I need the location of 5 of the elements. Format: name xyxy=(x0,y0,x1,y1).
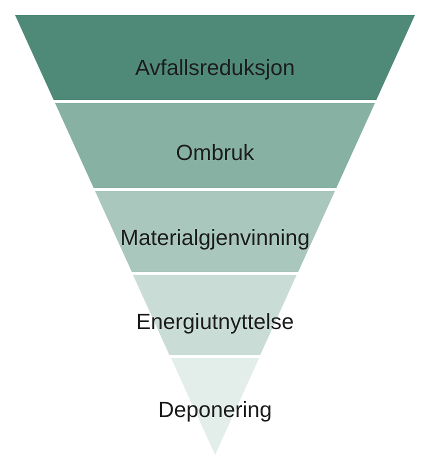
band-label: Deponering xyxy=(158,397,272,423)
band-label: Avfallsreduksjon xyxy=(135,55,295,81)
band-label: Materialgjenvinning xyxy=(120,225,310,251)
band-label: Energiutnyttelse xyxy=(136,309,294,335)
band-label: Ombruk xyxy=(176,140,254,166)
